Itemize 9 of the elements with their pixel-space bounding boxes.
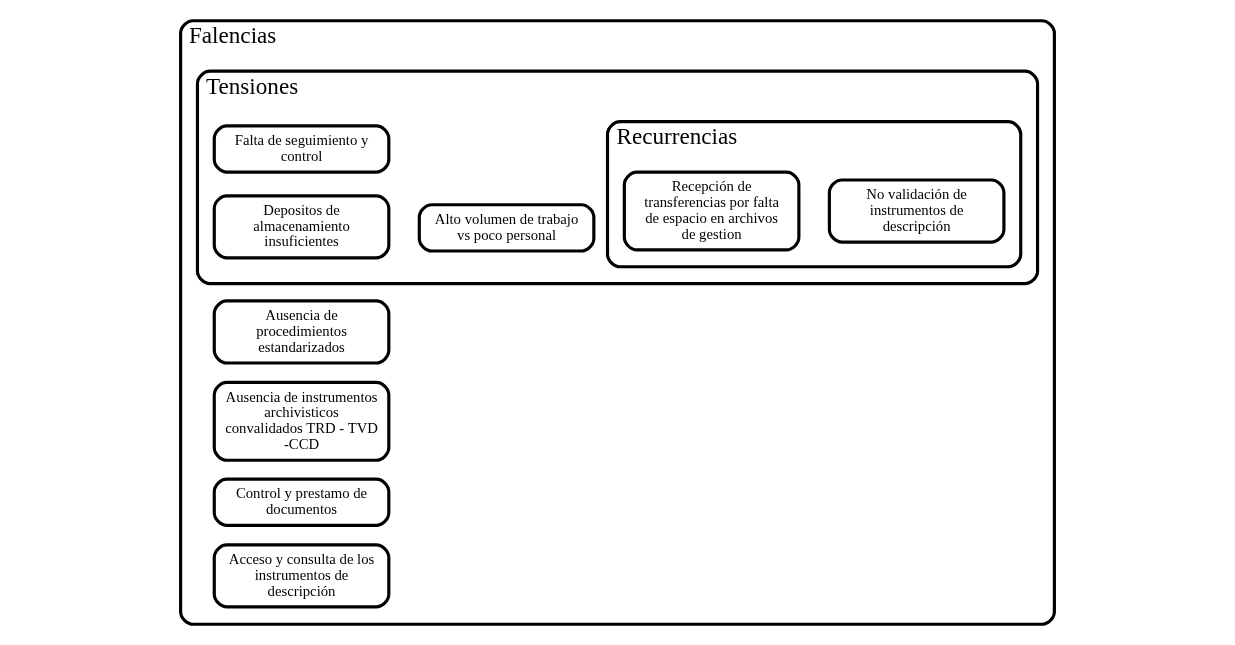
node-box: No validación de instrumentos de descripción <box>827 178 1006 244</box>
node-box: Control y prestamo de documentos <box>212 477 391 527</box>
node-box: Alto volumen de trabajo vs poco personal <box>417 203 596 253</box>
node-box: Depositos de almacenamiento insuficientes <box>212 194 391 260</box>
node-box: Acceso y consulta de los instrumentos de descripción <box>212 543 391 609</box>
node-box: Recepción de transferencias por falta de espacio en archivos de gestion <box>622 170 801 252</box>
node-box: Falta de seguimiento y control <box>212 124 391 174</box>
node-box: Ausencia de instrumentos archivisticos convalidados TRD - TVD -CCD <box>212 380 391 462</box>
node-box: Ausencia de procedimientos estandarizados <box>212 299 391 365</box>
